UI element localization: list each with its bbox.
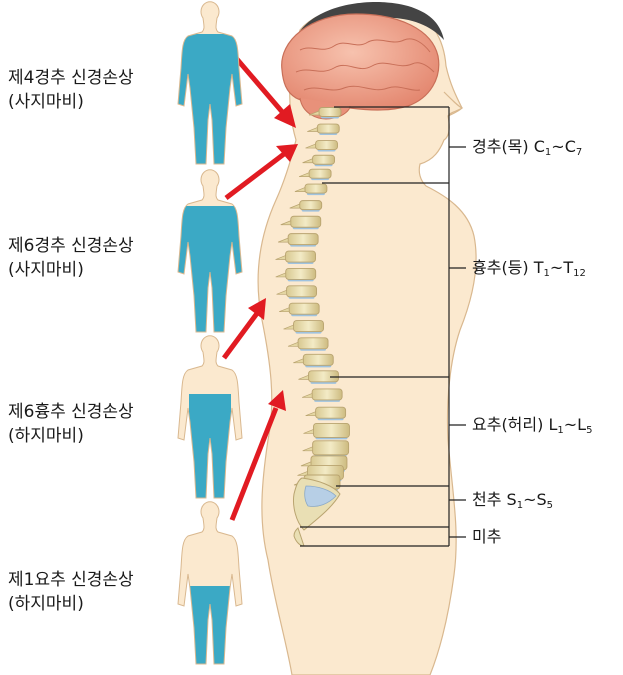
vertebra [288, 234, 318, 245]
vertebra [305, 184, 327, 193]
region-label-thoracic: 흉추(등) T1~T12 [472, 258, 586, 284]
vertebra [298, 338, 328, 349]
region-name: 요추(허리) [472, 415, 543, 434]
human-figure [170, 170, 250, 336]
figure-label-line2: (하지마비) [8, 424, 134, 448]
figure-label-c4: 제4경추 신경손상 (사지마비) [8, 66, 134, 114]
figure-label-line1: 제1요추 신경손상 [8, 568, 134, 592]
vertebra [294, 321, 324, 332]
region-label-cervical: 경추(목) C1~C7 [472, 137, 582, 163]
region-range: C1~C7 [534, 137, 583, 156]
vertebra [287, 286, 317, 297]
figure-label-line2: (사지마비) [8, 90, 134, 114]
arrow-t6 [224, 298, 266, 358]
figure-label-line1: 제6경추 신경손상 [8, 234, 134, 258]
figure-label-line1: 제4경추 신경손상 [8, 66, 134, 90]
human-figure [178, 502, 242, 668]
region-name: 천추 [472, 490, 501, 509]
region-range: S1~S5 [507, 490, 553, 509]
vertebra [316, 141, 338, 150]
vertebra [286, 251, 316, 262]
vertebra [316, 407, 346, 418]
vertebra [317, 124, 339, 133]
region-name: 미추 [472, 527, 501, 546]
figure-body [178, 502, 242, 664]
figure-label-t6: 제6흉추 신경손상 (하지마비) [8, 400, 134, 448]
figure-label-l1: 제1요추 신경손상 (하지마비) [8, 568, 134, 616]
region-label-sacral: 천추 S1~S5 [472, 490, 553, 516]
brain [282, 14, 439, 110]
vertebra [309, 169, 331, 178]
human-figure [178, 336, 242, 502]
side-body [258, 2, 476, 675]
vertebra [313, 441, 349, 455]
region-name: 흉추(등) [472, 258, 529, 277]
vertebra [313, 423, 349, 437]
vertebra [291, 216, 321, 227]
region-range: T1~T12 [534, 258, 586, 277]
region-label-lumbar: 요추(허리) L1~L5 [472, 415, 592, 441]
figure-label-line1: 제6흉추 신경손상 [8, 400, 134, 424]
figure-label-line2: (사지마비) [8, 258, 134, 282]
vertebra [303, 354, 333, 365]
vertebra [300, 201, 322, 210]
figure-label-c6: 제6경추 신경손상 (사지마비) [8, 234, 134, 282]
region-name: 경추(목) [472, 137, 529, 156]
human-figure [170, 2, 250, 168]
vertebra [286, 268, 316, 279]
vertebra [308, 371, 338, 382]
vertebra [289, 303, 319, 314]
region-range: L1~L5 [548, 415, 592, 434]
vertebra [313, 155, 335, 164]
vertebra [312, 389, 342, 400]
vertebra [319, 108, 341, 117]
region-label-coccyx: 미추 [472, 527, 501, 547]
figure-label-line2: (하지마비) [8, 592, 134, 616]
